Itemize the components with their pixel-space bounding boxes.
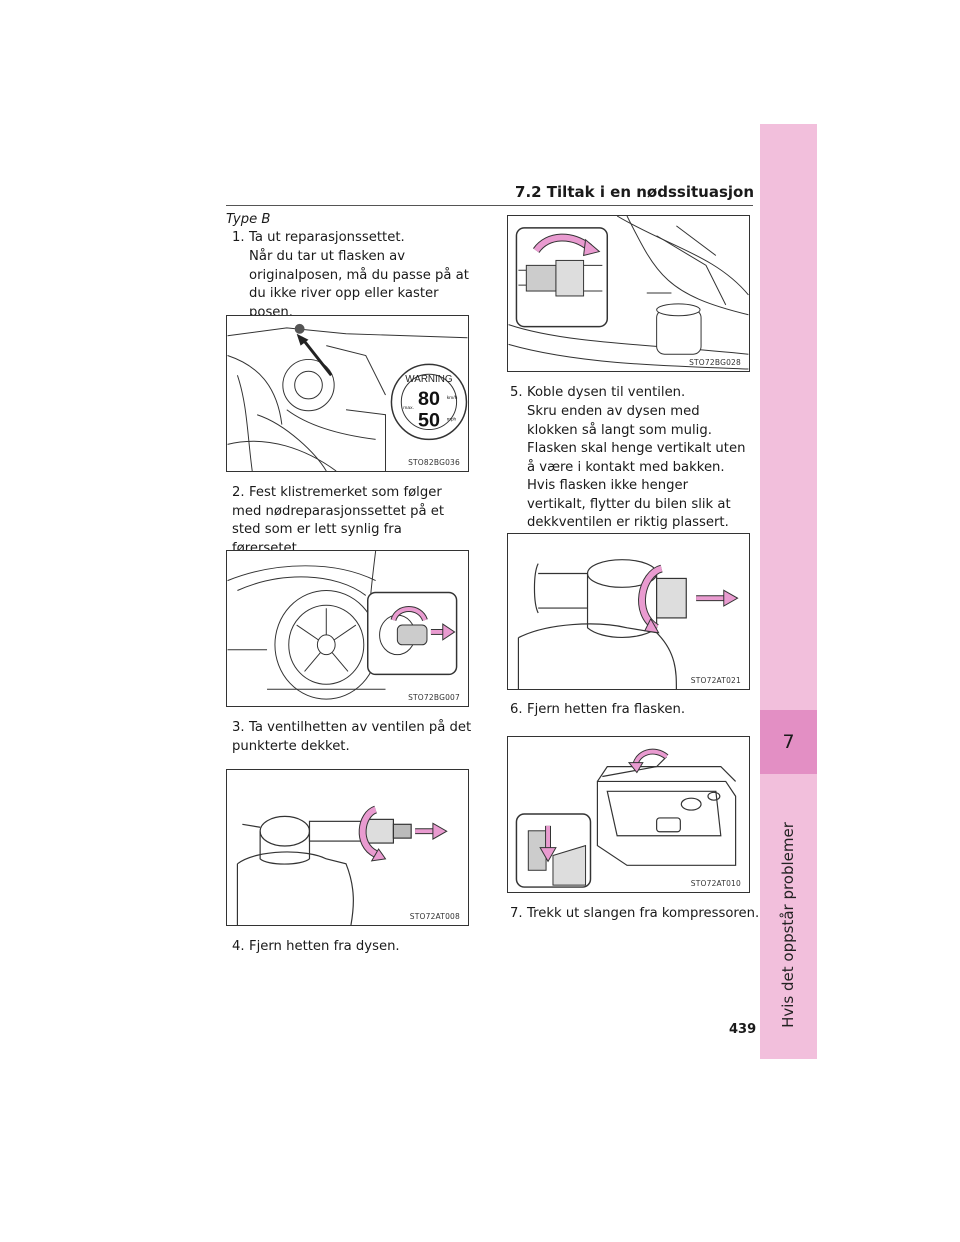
step-7: 7.Trekk ut slangen fra kompressoren. <box>510 906 760 921</box>
figure-code: STO72AT010 <box>690 879 741 888</box>
sticker-illustration: WARNING 80 50 km/h mph max. <box>227 323 468 471</box>
figure-connect: STO72BG028 <box>507 215 750 372</box>
sticker-speed-mph: 50 <box>418 410 440 432</box>
figure-code: STO72AT008 <box>409 912 460 921</box>
chapter-number-tab: 7 <box>760 710 817 774</box>
figure-hose: STO72AT010 <box>507 736 750 893</box>
step-4: 4.Fjern hetten fra dysen. <box>232 939 400 954</box>
chapter-title-vertical: Hvis det oppstår problemer <box>779 822 797 1028</box>
sticker-unit-kmh: km/h <box>447 395 458 401</box>
figure-code: STO72BG028 <box>689 358 741 367</box>
connect-illustration <box>508 216 749 370</box>
step-5-note-2: Flasken skal henge vertikalt uten å være… <box>527 441 746 530</box>
figure-nozzle-cap: STO72AT008 <box>226 769 469 926</box>
figure-code: STO72AT021 <box>690 676 741 685</box>
step-1-note: Når du tar ut flasken av originalposen, … <box>249 249 469 320</box>
sticker-warning-text: WARNING <box>405 374 452 385</box>
figure-code: STO82BG036 <box>408 458 460 467</box>
section-heading: 7.2 Tiltak i en nødssituasjon <box>515 183 754 201</box>
step-5-note-1: Skru enden av dysen med klokken så langt… <box>527 404 712 438</box>
wheel-illustration <box>227 551 458 700</box>
bottle-cap-illustration <box>517 559 739 689</box>
sticker-unit-mph: mph <box>447 417 457 423</box>
step-6: 6.Fjern hetten fra flasken. <box>510 702 686 717</box>
sticker-max-label: max. <box>403 406 414 411</box>
figure-bottle-cap: STO72AT021 <box>507 533 750 690</box>
nozzle-illustration <box>236 805 448 925</box>
figure-code: STO72BG007 <box>408 693 460 702</box>
figure-wheel: STO72BG007 <box>226 550 469 707</box>
sticker-speed-kmh: 80 <box>418 388 440 410</box>
step-3: 3.Ta ventilhetten av ventilen på det pun… <box>232 720 472 754</box>
step-1: 1.Ta ut reparasjonssettet. <box>232 230 405 245</box>
figure-sticker: WARNING 80 50 km/h mph max. STO82BG036 <box>226 315 469 472</box>
chapter-side-strip <box>760 124 817 1059</box>
hose-illustration <box>515 748 737 888</box>
header-divider <box>226 205 753 206</box>
type-label: Type B <box>226 212 271 227</box>
step-5: 5.Koble dysen til ventilen. <box>510 385 686 400</box>
step-2: 2.Fest klistremerket som følger med nødr… <box>232 485 445 556</box>
page-number: 439 <box>729 1022 757 1037</box>
chapter-number: 7 <box>782 731 795 753</box>
